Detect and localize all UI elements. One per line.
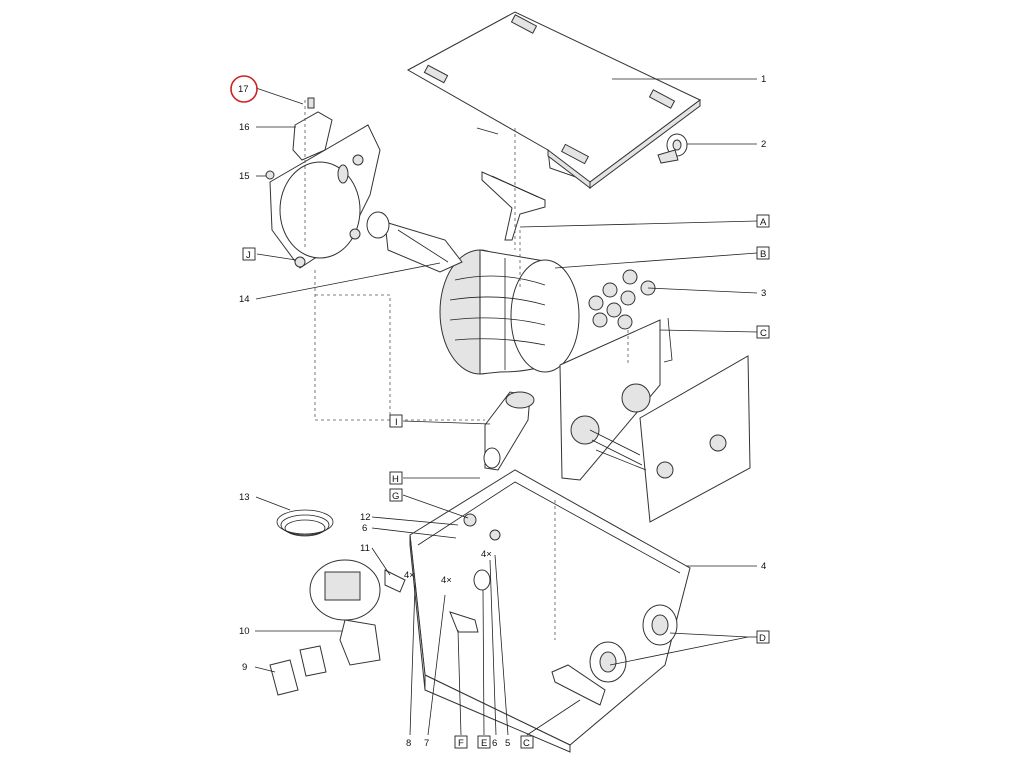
callout-C-right: C bbox=[760, 328, 767, 339]
part-fittings bbox=[449, 513, 501, 633]
leader-lines bbox=[254, 78, 758, 736]
multiplier-label-c: 4× bbox=[481, 549, 492, 560]
callout-11: 11 bbox=[360, 543, 370, 554]
callout-10: 10 bbox=[239, 626, 250, 637]
callout-J: J bbox=[246, 250, 251, 261]
callout-2: 2 bbox=[761, 139, 766, 150]
callout-6: 6 bbox=[362, 523, 367, 534]
callout-13: 13 bbox=[239, 492, 250, 503]
part-panel bbox=[559, 317, 751, 523]
callout-E: E bbox=[481, 738, 487, 749]
part-cable bbox=[276, 509, 334, 537]
callout-16: 16 bbox=[239, 122, 250, 133]
callout-14: 14 bbox=[239, 294, 250, 305]
part-pump bbox=[483, 391, 535, 471]
part-grommets bbox=[588, 269, 656, 330]
callout-G: G bbox=[392, 491, 399, 502]
callout-6-bottom: 6 bbox=[492, 738, 497, 749]
part-tape-roll bbox=[657, 133, 688, 164]
part-motor bbox=[292, 97, 333, 161]
part-cartridge bbox=[366, 211, 463, 273]
part-drum bbox=[439, 249, 580, 375]
callout-I: I bbox=[395, 417, 398, 428]
part-control-box bbox=[269, 559, 406, 696]
callout-12: 12 bbox=[360, 512, 371, 523]
highlight-circle bbox=[230, 75, 258, 103]
callout-8: 8 bbox=[406, 738, 411, 749]
callout-9: 9 bbox=[242, 662, 247, 673]
multiplier-label-b: 4× bbox=[441, 575, 452, 586]
callout-F: F bbox=[458, 738, 464, 749]
callout-labels: 1 2 3 4 5 6 6 7 8 9 10 11 12 13 14 15 16… bbox=[238, 74, 766, 749]
multiplier-label-a: 4× bbox=[404, 570, 415, 581]
callout-5: 5 bbox=[505, 738, 510, 749]
part-lid bbox=[406, 11, 701, 190]
part-nut bbox=[265, 170, 275, 180]
callout-1: 1 bbox=[761, 74, 766, 85]
callout-H: H bbox=[392, 474, 399, 485]
callout-17: 17 bbox=[238, 84, 249, 95]
callout-C-bottom: C bbox=[523, 738, 530, 749]
callout-3: 3 bbox=[761, 288, 766, 299]
callout-B: B bbox=[760, 249, 766, 260]
callout-7: 7 bbox=[424, 738, 429, 749]
letter-boxes: A B C D I H G J F E C bbox=[242, 214, 770, 749]
callout-D: D bbox=[759, 633, 766, 644]
part-end-plate bbox=[269, 124, 381, 269]
callout-4: 4 bbox=[761, 561, 766, 572]
callout-15: 15 bbox=[239, 171, 250, 182]
part-pipe bbox=[481, 171, 546, 241]
callout-A: A bbox=[760, 217, 767, 228]
